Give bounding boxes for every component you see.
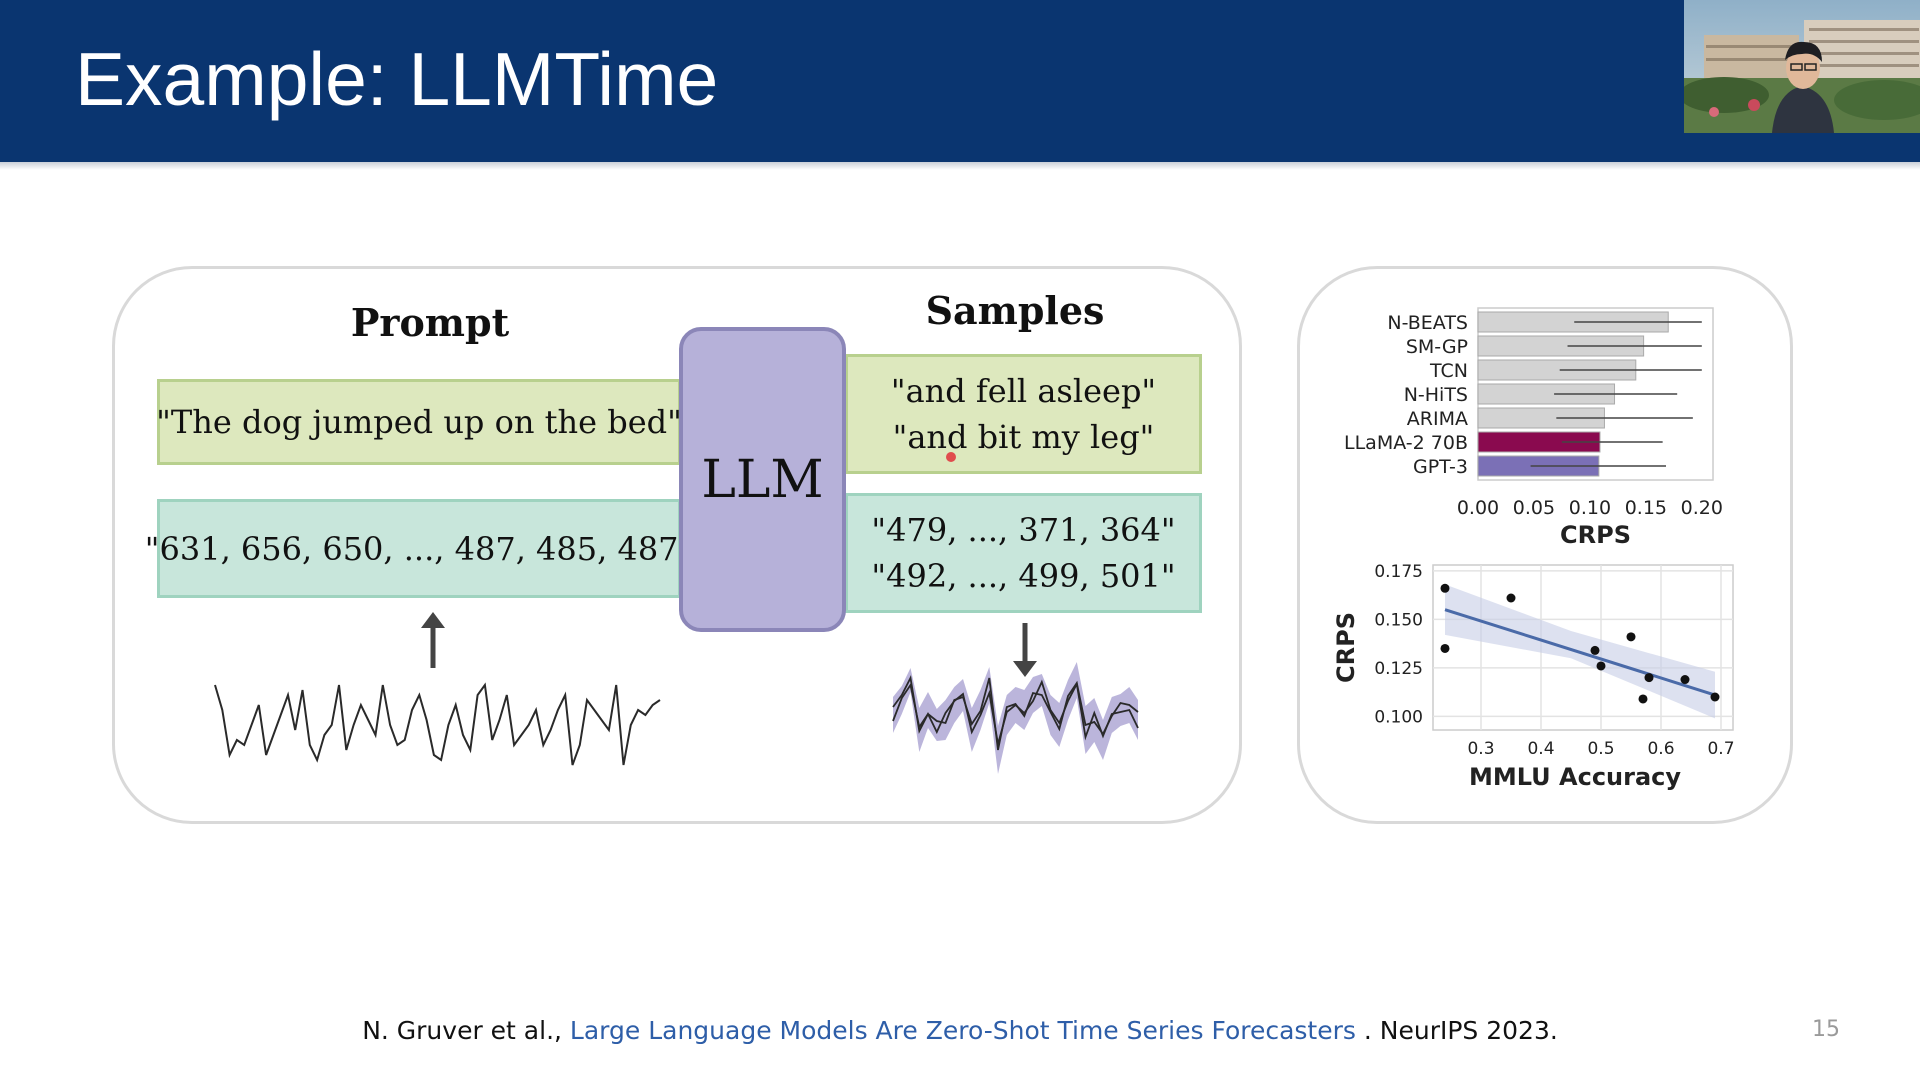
prompt-numbers-box: "631, 656, 650, ..., 487, 485, 487" [145, 499, 693, 598]
bar-x-tick-label: 0.00 [1457, 497, 1499, 519]
sample-numbers-2: "492, ..., 499, 501" [871, 557, 1176, 595]
citation-prefix: N. Gruver et al., [362, 1016, 570, 1045]
scatter-x-tick-label: 0.3 [1467, 739, 1494, 759]
sample-text-box: "and fell asleep" "and bit my leg" [845, 354, 1202, 474]
scatter-point [1440, 643, 1450, 653]
bar-category-label: ARIMA [1407, 408, 1468, 430]
bar-category-label: N-BEATS [1387, 312, 1468, 334]
scatter-x-tick-label: 0.4 [1527, 739, 1554, 759]
scatter-x-tick-label: 0.6 [1647, 739, 1674, 759]
scatter-y-tick-label: 0.175 [1374, 562, 1423, 582]
bar-x-axis-label: CRPS [1560, 521, 1631, 549]
scatter-point [1590, 645, 1600, 655]
arrow-up-icon [421, 612, 445, 668]
bar-category-label: LLaMA-2 70B [1344, 432, 1468, 454]
scatter-point [1626, 632, 1636, 642]
scatter-point [1596, 661, 1606, 671]
prompt-numbers: "631, 656, 650, ..., 487, 485, 487" [144, 529, 694, 568]
bar-x-tick-label: 0.15 [1625, 497, 1667, 519]
forecast-uncertainty-band [893, 662, 1138, 774]
pointer-dot [946, 452, 956, 462]
scatter-x-axis-label: MMLU Accuracy [1469, 763, 1681, 791]
bar-x-tick-label: 0.05 [1513, 497, 1555, 519]
input-time-series [214, 682, 661, 766]
bar-category-label: TCN [1429, 360, 1468, 382]
paper-link[interactable]: Large Language Models Are Zero-Shot Time… [569, 1016, 1356, 1045]
forecast-sample-line-2 [892, 677, 1139, 751]
bar-category-label: GPT-3 [1413, 456, 1468, 478]
prompt-label: Prompt [350, 300, 510, 345]
scatter-x-tick-label: 0.5 [1587, 739, 1614, 759]
crps-vs-mmlu-scatter: 0.3 0.4 0.5 0.6 0.7 0.100 0.125 0.150 0.175MMLU … [1332, 562, 1735, 791]
sample-numbers-1: "479, ..., 371, 364" [871, 511, 1176, 549]
page-number: 15 [1812, 1017, 1840, 1042]
scatter-point [1644, 673, 1654, 683]
scatter-point [1710, 692, 1720, 702]
sample-numbers-box: "479, ..., 371, 364" "492, ..., 499, 501… [845, 493, 1202, 613]
forecast-time-series [892, 662, 1139, 774]
bar-x-tick-label: 0.20 [1681, 497, 1723, 519]
scatter-y-tick-label: 0.125 [1374, 659, 1423, 679]
scatter-point [1638, 694, 1648, 704]
scatter-point [1506, 593, 1516, 603]
llm-label: LLM [701, 449, 824, 510]
samples-label: Samples [925, 288, 1105, 333]
slide-title: Example: LLMTime [75, 37, 719, 121]
scatter-point [1680, 675, 1690, 685]
citation-suffix: . NeurIPS 2023. [1355, 1016, 1558, 1045]
scatter-y-tick-label: 0.100 [1374, 707, 1423, 727]
sample-text-1: "and fell asleep" [890, 372, 1157, 410]
results-panel [1297, 266, 1793, 824]
bar-x-tick-label: 0.10 [1569, 497, 1611, 519]
header-shadow [0, 162, 1920, 170]
prompt-text: "The dog jumped up on the bed" [156, 403, 682, 441]
webcam-image [1684, 0, 1920, 133]
input-series-line [214, 682, 661, 766]
webcam-thumbnail [1684, 0, 1920, 133]
bar-category-label: SM-GP [1406, 336, 1468, 358]
scatter-point [1440, 583, 1450, 593]
bar-category-label: N-HiTS [1404, 384, 1468, 406]
trendline [1444, 608, 1716, 697]
llm-box: LLM [679, 327, 846, 632]
arrow-down-icon [1013, 623, 1037, 677]
slide-header: Example: LLMTime [0, 0, 1920, 162]
sample-text-2: "and bit my leg" [892, 418, 1155, 456]
scatter-y-tick-label: 0.150 [1374, 610, 1423, 630]
scatter-x-tick-label: 0.7 [1707, 739, 1734, 759]
citation: N. Gruver et al., Large Language Models … [0, 1016, 1920, 1045]
scatter-y-axis-label: CRPS [1332, 612, 1360, 683]
prompt-text-box: "The dog jumped up on the bed" [156, 379, 682, 465]
